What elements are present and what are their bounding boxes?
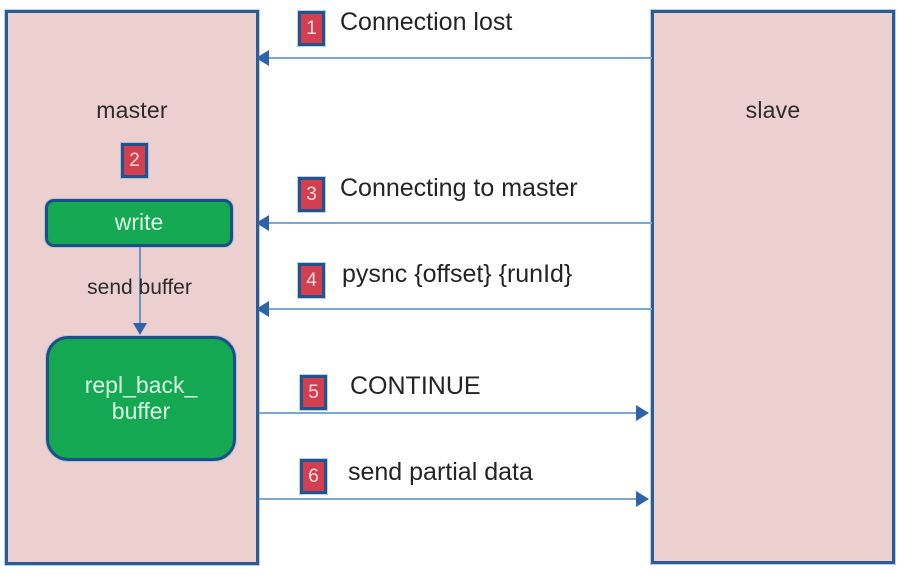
- message-label-4: pysnc {offset} {runId}: [342, 260, 573, 288]
- block-repl-back-buffer-line1: repl_back_: [84, 371, 198, 398]
- step-badge-2: 2: [121, 143, 148, 178]
- message-arrowhead-5-icon: [636, 405, 649, 421]
- participant-master-label: master: [96, 97, 168, 123]
- message-badge-3: 3: [298, 177, 325, 212]
- message-label-1: Connection lost: [340, 8, 513, 36]
- message-arrowhead-3-icon: [256, 215, 269, 231]
- message-badge-4: 4: [298, 263, 325, 298]
- message-line-5: [259, 412, 636, 414]
- message-line-6: [259, 498, 636, 500]
- message-arrowhead-1-icon: [256, 50, 269, 66]
- send-buffer-label: send buffer: [87, 276, 192, 299]
- message-badge-1: 1: [298, 11, 325, 46]
- message-arrowhead-6-icon: [636, 491, 649, 507]
- send-buffer-arrowhead-icon: [133, 323, 147, 335]
- participant-master: master 2 write send buffer repl_back_ bu…: [5, 10, 259, 565]
- message-label-6: send partial data: [348, 458, 533, 486]
- message-badge-5: 5: [300, 375, 327, 410]
- message-label-5: CONTINUE: [350, 372, 481, 400]
- message-line-1: [268, 57, 652, 59]
- block-repl-back-buffer-line2: buffer: [111, 397, 171, 424]
- message-line-4: [268, 308, 652, 310]
- message-badge-6: 6: [300, 459, 327, 494]
- message-label-3: Connecting to master: [340, 174, 578, 202]
- send-buffer-connector: [139, 247, 141, 327]
- block-repl-back-buffer: repl_back_ buffer: [46, 336, 236, 461]
- participant-slave-label: slave: [745, 97, 801, 123]
- message-line-3: [268, 222, 652, 224]
- participant-slave: slave: [651, 10, 895, 564]
- block-write: write: [45, 199, 233, 247]
- message-arrowhead-4-icon: [256, 301, 269, 317]
